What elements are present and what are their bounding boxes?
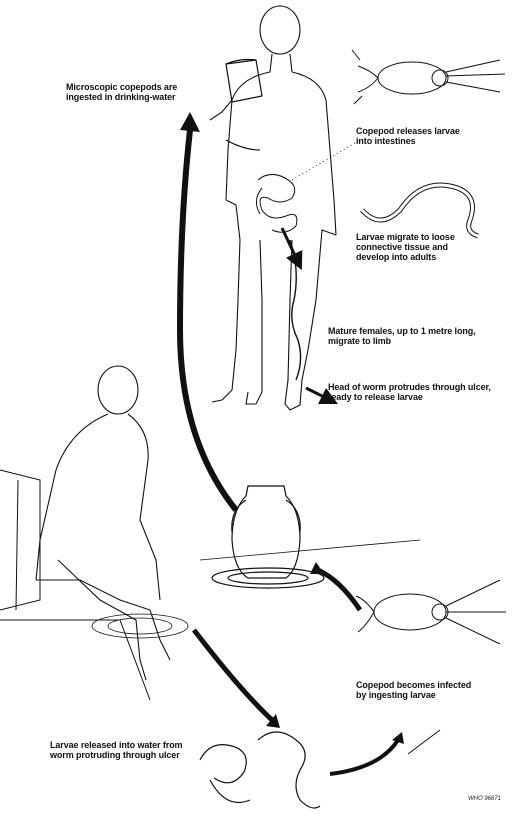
copepod-bottom-icon [356,580,506,644]
migration-arrow [282,228,298,262]
label-copepod-releases: Copepod releases larvae into intestines [356,126,460,146]
copepod-to-jar-arrow [318,570,360,610]
label-head-protrudes: Head of worm protrudes through ulcer, re… [328,382,491,402]
larvae-worms-icon [200,732,320,808]
larva-worm-icon [362,185,478,236]
label-larvae-migrate: Larvae migrate to loose connective tissu… [356,232,455,262]
intestines-icon [256,174,296,232]
leader-line [292,140,360,180]
standing-human-figure [210,6,336,410]
ulcer-arrow [306,388,330,400]
copepod-top-icon [352,50,505,104]
water-ripples [92,540,420,638]
label-copepod-infected: Copepod becomes infected by ingesting la… [356,680,471,700]
feet-to-larvae-arrow [194,630,272,720]
cycle-arrow-up [180,130,236,510]
label-larvae-released: Larvae released into water from worm pro… [50,740,182,760]
larvae-to-copepod-arrow [330,740,398,774]
credit-text: WHO 96671 [468,796,501,802]
infection-arrow [408,730,440,754]
label-copepods-ingested: Microscopic copepods are ingested in dri… [66,82,177,102]
drinking-cup-icon [226,60,262,103]
seated-human-figure [36,366,170,680]
bench [0,470,150,700]
label-mature-females: Mature females, up to 1 metre long, migr… [328,326,476,346]
